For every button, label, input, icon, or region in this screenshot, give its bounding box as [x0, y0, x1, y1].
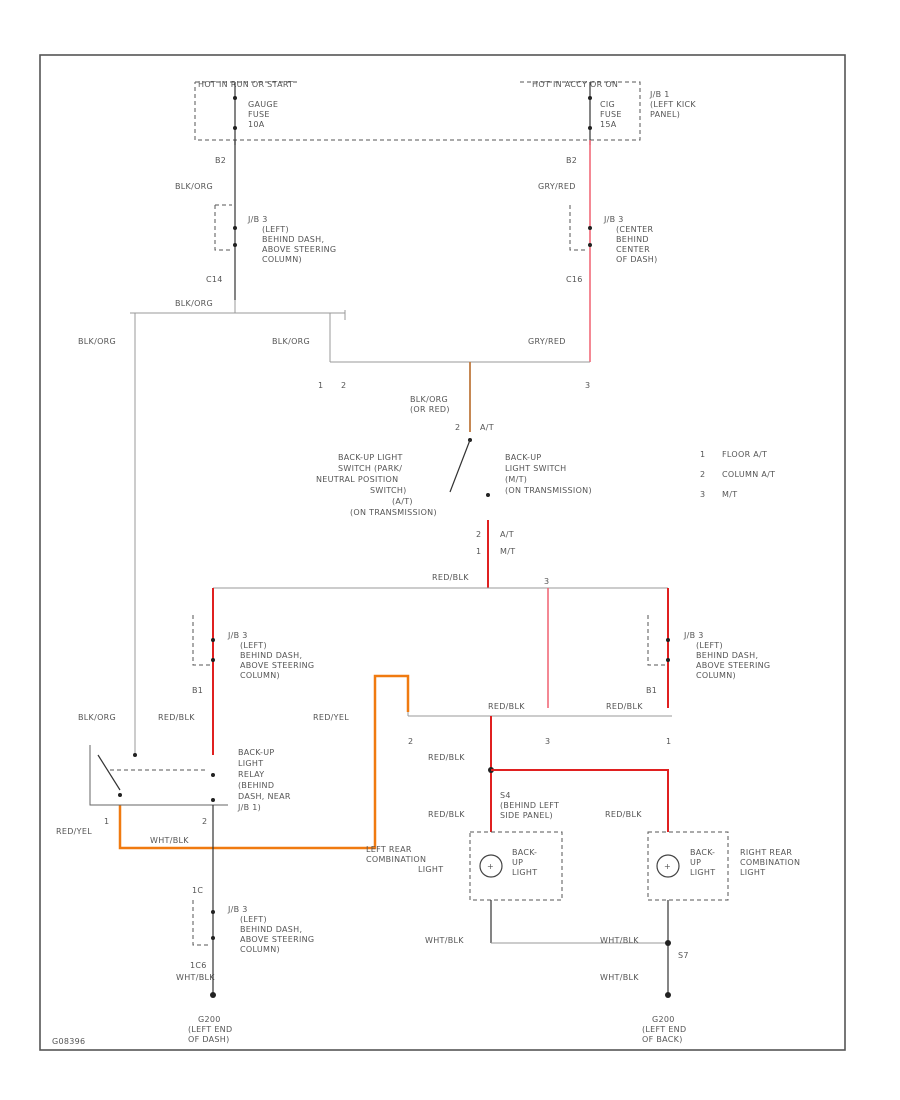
blk-org-relay-label: BLK/ORG [78, 713, 116, 722]
red-blk-right-label: RED/BLK [606, 702, 643, 711]
at-tick: 2 [476, 530, 481, 539]
conn-b1-left: B1 [192, 686, 203, 695]
svg-text:1: 1 [700, 450, 705, 459]
top-power-section: HOT IN RUN OR START HOT IN ACCY OR ON GA… [194, 80, 696, 145]
blk-org-wire-2: BLK/ORG [175, 299, 213, 308]
hot-run-start-label: HOT IN RUN OR START [198, 80, 293, 89]
wire-b2-right: B2 [566, 156, 577, 165]
red-blk-mid-label: RED/BLK [488, 702, 525, 711]
svg-text:2: 2 [455, 423, 460, 432]
hot-accy-on-label: HOT IN ACCY OR ON [532, 80, 618, 89]
jb3-bottom-left: 1C J/B 3(LEFT)BEHIND DASH,ABOVE STEERING… [176, 886, 314, 982]
wht-blk-right-label-1: WHT/BLK [600, 936, 639, 945]
conn-1c: 1C [192, 886, 203, 895]
red-blk-splice-label: RED/BLK [428, 753, 465, 762]
svg-text:3: 3 [700, 490, 705, 499]
red-blk-bus-label: RED/BLK [432, 573, 469, 582]
svg-text:FLOOR A/T: FLOOR A/T [722, 450, 767, 459]
bus-num-1: 1 [666, 737, 671, 746]
wht-blk-bottom-left-label: WHT/BLK [176, 973, 215, 982]
bus-num-3: 3 [545, 737, 550, 746]
svg-text:+: + [487, 862, 494, 871]
mt-tick: 1 [476, 547, 481, 556]
svg-text:+: + [664, 862, 671, 871]
splice-2: 2 [341, 381, 346, 390]
wire-b2-left: B2 [215, 156, 226, 165]
relay-pin-1: 1 [104, 817, 109, 826]
conn-1c6: 1C6 [190, 961, 207, 970]
red-yel-label-2: RED/YEL [56, 827, 92, 836]
splice-3: 3 [585, 381, 590, 390]
s7-label: S7 [678, 951, 689, 960]
blk-org-or-red-label: BLK/ORG(OR RED) [410, 395, 450, 414]
red-blk-lamp-right-label: RED/BLK [605, 810, 642, 819]
wht-blk-lamp-label: WHT/BLK [425, 936, 464, 945]
figure-id: G08396 [52, 1037, 85, 1046]
wht-blk-relay-label: WHT/BLK [150, 836, 189, 845]
svg-text:J/B 3(LEFT)BEHIND DASH,ABOVE S: J/B 3(LEFT)BEHIND DASH,ABOVE STEERINGCOL… [247, 215, 336, 264]
svg-text:J/B 3(LEFT)BEHIND DASH,ABOVE S: J/B 3(LEFT)BEHIND DASH,ABOVE STEERINGCOL… [683, 631, 770, 680]
svg-text:2: 2 [700, 470, 705, 479]
mt-text: M/T [500, 547, 515, 556]
conn-c14: C14 [206, 275, 223, 284]
svg-text:J/B 3(LEFT)BEHIND DASH,ABOVE S: J/B 3(LEFT)BEHIND DASH,ABOVE STEERINGCOL… [227, 631, 314, 680]
blk-org-wire-4: BLK/ORG [272, 337, 310, 346]
gry-red-wire-1: GRY/RED [538, 182, 576, 191]
gry-red-wire-2: GRY/RED [528, 337, 566, 346]
red-blk-relay-label: RED/BLK [158, 713, 195, 722]
blk-org-wire-1: BLK/ORG [175, 182, 213, 191]
wht-blk-right-label-2: WHT/BLK [600, 973, 639, 982]
red-blk-lamp-left-label: RED/BLK [428, 810, 465, 819]
conn-c16: C16 [566, 275, 583, 284]
svg-text:M/T: M/T [722, 490, 737, 499]
diagram-frame [39, 54, 846, 1051]
svg-text:J/B 3(LEFT)BEHIND DASH,ABOVE S: J/B 3(LEFT)BEHIND DASH,ABOVE STEERINGCOL… [227, 905, 314, 954]
red-yel-label-1: RED/YEL [313, 713, 349, 722]
blk-org-wire-3: BLK/ORG [78, 337, 116, 346]
relay-pin-2: 2 [202, 817, 207, 826]
legend: 1 FLOOR A/T 2 COLUMN A/T 3 M/T [700, 450, 775, 499]
at-label: A/T [480, 423, 494, 432]
conn-b1-right: B1 [646, 686, 657, 695]
svg-text:3: 3 [544, 577, 549, 586]
bus-num-2: 2 [408, 737, 413, 746]
at-text: A/T [500, 530, 514, 539]
splice-1: 1 [318, 381, 323, 390]
svg-text:COLUMN A/T: COLUMN A/T [722, 470, 775, 479]
